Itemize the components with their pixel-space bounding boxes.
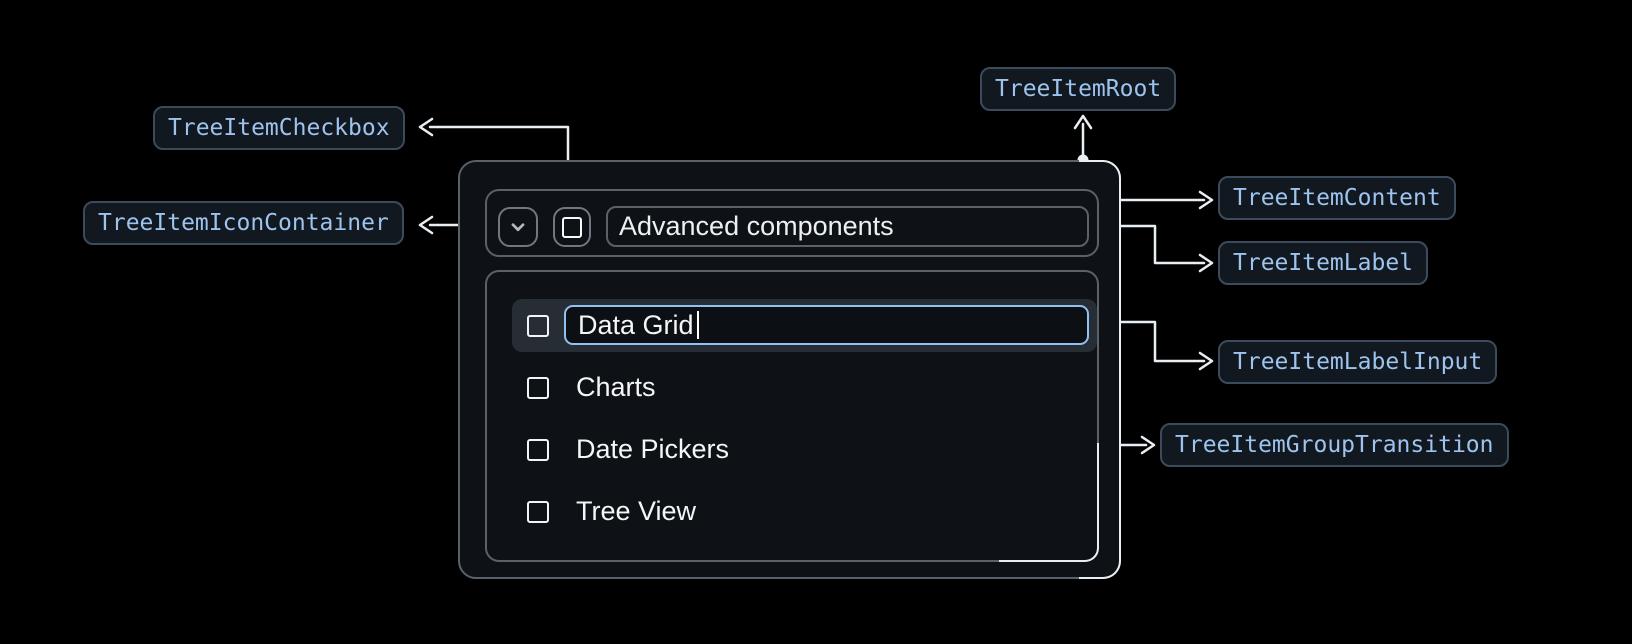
arrowhead-left-icon (418, 215, 434, 235)
parent-item-label: Advanced components (619, 211, 894, 241)
text-caret (696, 311, 699, 339)
arrowhead-right-icon (1198, 253, 1214, 273)
tree-row[interactable]: Charts (512, 361, 1097, 414)
root-highlighted-edge (1079, 160, 1121, 579)
arrowhead-left-icon (418, 117, 434, 137)
checkbox-blank-icon[interactable] (527, 500, 549, 523)
tree-item-icon-container[interactable] (498, 207, 538, 247)
tree-item-content[interactable]: Advanced components (485, 189, 1099, 257)
annotation-tree-item-group-transition: TreeItemGroupTransition (1160, 423, 1509, 467)
checkbox-blank-icon[interactable] (527, 438, 549, 461)
tree-item-label: Date Pickers (576, 434, 730, 464)
annotation-tree-item-root: TreeItemRoot (980, 67, 1177, 111)
tree-item-label: Charts (576, 372, 656, 402)
tree-item-label: Tree View (576, 496, 697, 526)
group-highlighted-edge (999, 443, 1099, 562)
annotation-tree-item-label: TreeItemLabel (1218, 241, 1429, 285)
arrowhead-right-icon (1198, 351, 1214, 371)
annotation-tree-item-content: TreeItemContent (1218, 176, 1456, 220)
annotation-tree-item-label-input: TreeItemLabelInput (1218, 340, 1498, 384)
checkbox-blank-icon[interactable] (527, 376, 549, 399)
arrowhead-right-icon (1140, 435, 1156, 455)
annotation-tree-item-checkbox: TreeItemCheckbox (153, 106, 405, 150)
checkbox-blank-icon (562, 216, 582, 238)
chevron-down-icon (511, 223, 525, 232)
arrowhead-right-icon (1198, 190, 1214, 210)
tree-item-label[interactable]: Advanced components (606, 206, 1089, 247)
checkbox-blank-icon[interactable] (527, 314, 549, 337)
tree-item-root: Advanced components Data Grid Charts Dat… (458, 160, 1121, 579)
tree-row[interactable]: Date Pickers (512, 423, 1097, 476)
tree-item-checkbox[interactable] (553, 207, 591, 247)
arrowhead-up-icon (1073, 114, 1093, 130)
tree-item-group-transition: Data Grid Charts Date Pickers Tree View (485, 270, 1099, 562)
tree-item-label-input[interactable]: Data Grid (564, 305, 1089, 345)
annotation-tree-item-icon-container: TreeItemIconContainer (83, 201, 404, 245)
connector-root (1073, 114, 1093, 166)
tree-row-editing[interactable]: Data Grid (512, 299, 1097, 352)
label-input-value: Data Grid (578, 309, 694, 340)
tree-row[interactable]: Tree View (512, 485, 1097, 538)
